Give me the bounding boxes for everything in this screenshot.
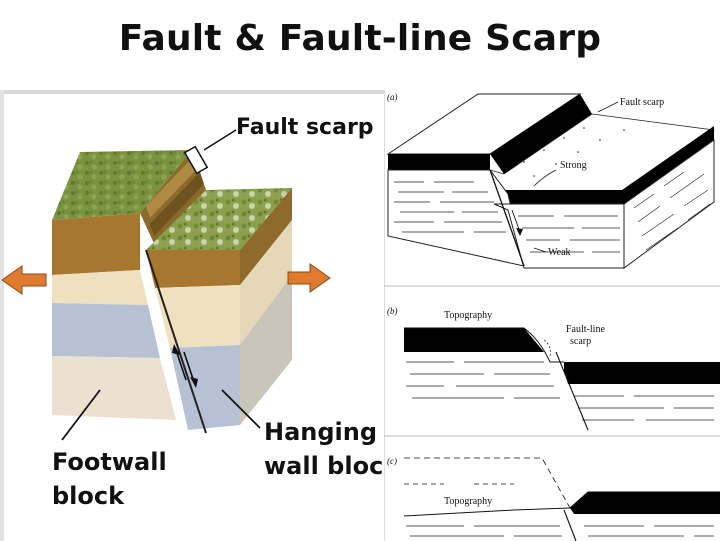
fault-block-svg: Fault scarp Footwall block Hanging wall … (0, 90, 384, 541)
panel-c-strong-layer (570, 492, 720, 514)
scarp-callout-line (203, 129, 237, 151)
slip-arrows-icon (172, 344, 198, 388)
panel-b-topography-label: Topography (444, 310, 492, 321)
frame-left-edge (0, 90, 4, 541)
scarp-callout-box (183, 145, 209, 175)
hanging-pointer (221, 389, 261, 429)
hanging-cream-layer (155, 285, 240, 348)
panel-b-tag: (b) (387, 306, 398, 316)
footwall-sand-layer (52, 356, 176, 420)
panel-c-tag: (c) (387, 456, 397, 466)
panel-a-weak-label: Weak (548, 247, 571, 258)
hanging-label-line2: wall block (264, 452, 384, 480)
hanging-label-line1: Hanging (264, 418, 377, 446)
scarp-panels-svg: (a) (384, 90, 720, 541)
hanging-blue-layer (170, 345, 240, 430)
fault-line (145, 249, 207, 434)
footwall-grass-top (52, 150, 192, 220)
panel-b: (b) Topography Fault-line sc (387, 306, 720, 431)
panel-a-strong-layer-downthrown (494, 126, 714, 204)
panel-a-tag: (a) (387, 92, 398, 102)
hanging-grass-top (146, 188, 292, 250)
footwall-blue-layer (52, 303, 160, 358)
panel-b-fault-line-label-1: Fault-line (566, 324, 605, 335)
footwall-label-line2: block (52, 482, 125, 510)
fault-line-scarp-panels: (a) (384, 90, 720, 541)
fault-scarp-label: Fault scarp (236, 115, 374, 140)
hanging-wall-block (146, 188, 292, 430)
panel-a: (a) (386, 92, 716, 269)
panel-a-fault-scarp-label: Fault scarp (620, 97, 664, 108)
fault-block-diagram: Fault scarp Footwall block Hanging wall … (0, 90, 384, 541)
panel-c-topography-label: Topography (444, 496, 492, 507)
panel-a-strong-label: Strong (560, 160, 587, 171)
footwall-block (52, 150, 206, 420)
left-extension-arrow-icon (1, 265, 47, 295)
panel-c: (c) Topography (387, 456, 720, 541)
frame-top-edge (0, 90, 384, 94)
right-extension-arrow-icon (287, 263, 331, 293)
footwall-soil-layer (52, 213, 140, 275)
panel-b-fault-line-label-2: scarp (570, 336, 591, 347)
panel-b-strong-layer-right (564, 362, 720, 384)
panel-a-strong-layer-upthrown (388, 154, 490, 170)
footwall-cream-layer (52, 270, 148, 305)
footwall-label-line1: Footwall (52, 448, 167, 476)
panel-b-strong-layer-left (404, 328, 544, 352)
hanging-soil-layer (146, 250, 240, 288)
footwall-pointer (61, 389, 101, 441)
page-title: Fault & Fault-line Scarp (118, 18, 602, 59)
